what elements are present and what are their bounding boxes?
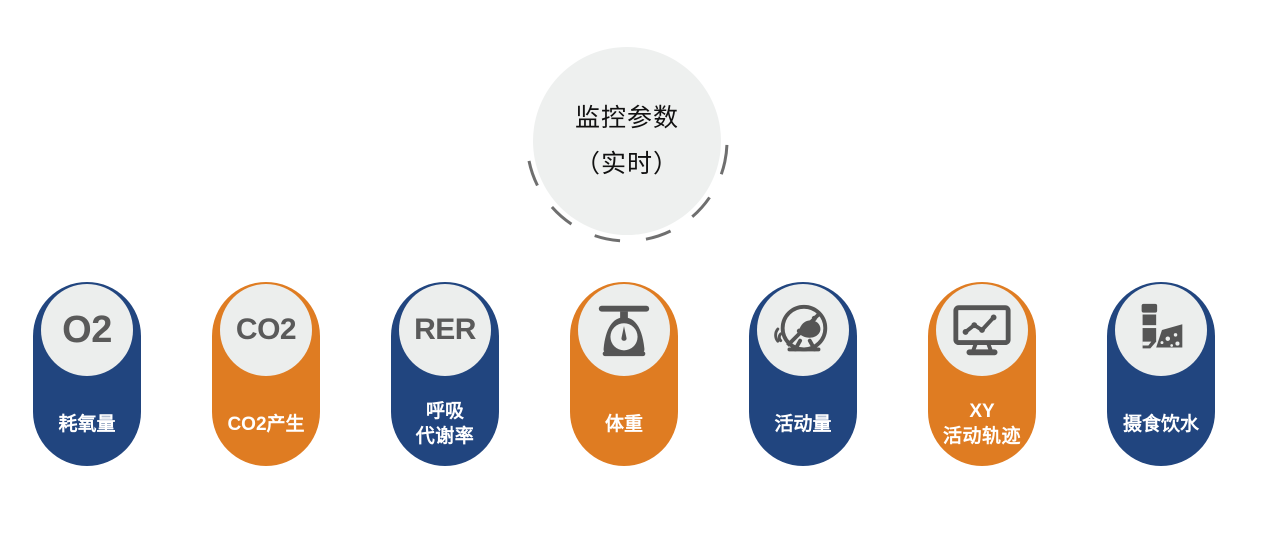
bottle-cheese-icon [1130,299,1192,361]
pill-badge-activity [757,284,849,376]
pill-badge-xy-track [936,284,1028,376]
pill-label-line1-co2: CO2产生 [227,413,305,435]
pill-label-line2-rer: 代谢率 [415,426,475,447]
parameter-pill-body-weight[interactable]: 体重 [570,282,678,466]
pill-label-food-water: 摄食饮水 [1107,382,1215,466]
badge-label-rer: RER [414,313,476,346]
hub-title: 监控参数 （实时） [533,47,721,235]
pill-label-o2: 耗氧量 [33,382,141,466]
hub-title-line2: （实时） [574,150,679,178]
monitor-chart-icon [951,299,1013,361]
pill-badge-rer: RER [399,284,491,376]
parameter-pill-food-water[interactable]: 摄食饮水 [1107,282,1215,466]
badge-label-co2: CO2 [235,313,297,346]
pill-label-body-weight: 体重 [570,382,678,466]
pill-label-co2: CO2产生 [212,382,320,466]
pill-label-line1-o2: 耗氧量 [58,413,116,435]
pill-badge-co2: CO2 [220,284,312,376]
pill-label-line1-activity: 活动量 [774,413,832,435]
pill-label-xy-track: XY 活动轨迹 [928,382,1036,466]
parameter-pill-activity[interactable]: 活动量 [749,282,857,466]
pill-label-line2-xy-track: 活动轨迹 [942,426,1021,447]
pill-label-rer: 呼吸代谢率 [391,382,499,466]
pill-badge-body-weight [578,284,670,376]
pill-badge-o2: O2 [41,284,133,376]
parameter-pill-o2[interactable]: O2 耗氧量 [33,282,141,466]
running-wheel-icon [772,299,834,361]
parameter-pill-xy-track[interactable]: XY 活动轨迹 [928,282,1036,466]
weighing-scale-icon [593,299,655,361]
pill-badge-food-water [1115,284,1207,376]
pill-label-activity: 活动量 [749,382,857,466]
badge-label-o2: O2 [62,309,112,351]
pill-label-line1-xy-track: XY [969,401,995,422]
pill-label-line1-food-water: 摄食饮水 [1122,413,1199,435]
hub-disc [533,47,721,235]
parameter-pill-rer[interactable]: RER 呼吸代谢率 [391,282,499,466]
pill-label-line1-rer: 呼吸 [425,401,464,422]
hub-title-line1: 监控参数 [574,104,679,132]
pill-label-line1-body-weight: 体重 [604,413,643,435]
